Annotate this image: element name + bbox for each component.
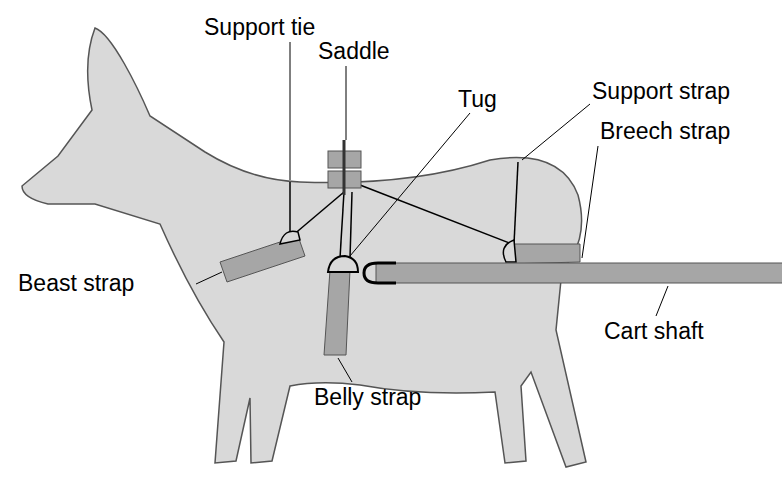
- support-strap: [514, 162, 518, 244]
- part-label: Tug: [456, 86, 499, 113]
- breech-strap: [506, 244, 580, 264]
- buckle-ring: [503, 240, 516, 262]
- support-tie: [289, 182, 291, 234]
- harness-line: [360, 185, 512, 244]
- part-label: Cart shaft: [602, 318, 706, 345]
- part-label: Belly strap: [312, 384, 423, 411]
- harness-line: [350, 192, 352, 258]
- part-label: Breech strap: [598, 118, 732, 145]
- shaft-loop: [364, 263, 396, 283]
- beast-strap: [220, 236, 305, 282]
- part-label: Saddle: [316, 38, 392, 65]
- part-label: Support tie: [202, 14, 317, 41]
- animal-body: [22, 28, 586, 467]
- cart-shaft: [376, 263, 782, 283]
- saddle-post: [343, 140, 346, 195]
- harness-line: [340, 192, 344, 258]
- belly-strap: [324, 270, 350, 355]
- part-label: Beast strap: [16, 270, 136, 297]
- part-label: Support strap: [590, 78, 732, 105]
- buckle-ring: [280, 231, 300, 244]
- tug-ring: [328, 256, 358, 272]
- harness-line: [292, 192, 344, 236]
